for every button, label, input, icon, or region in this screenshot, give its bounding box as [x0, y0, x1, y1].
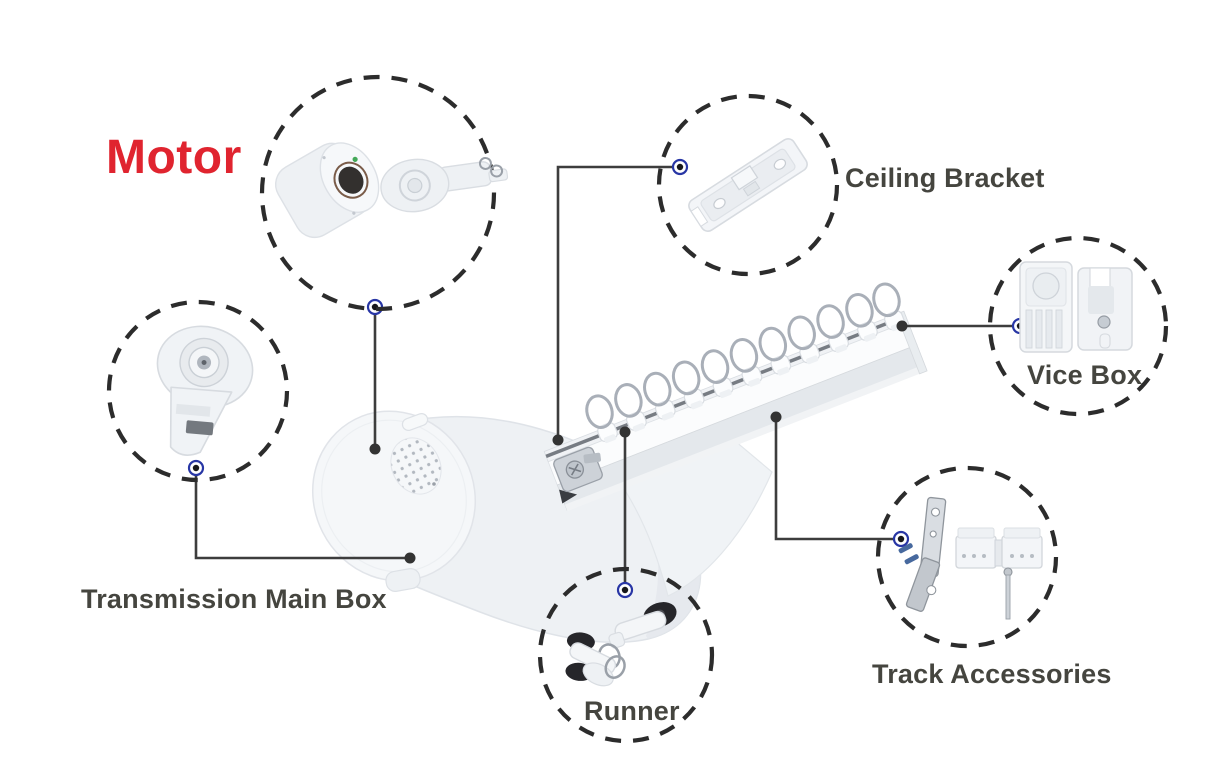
runner-thumb [565, 602, 677, 687]
runner-circle [537, 566, 715, 744]
motor-circle [259, 74, 497, 312]
runner-label: Runner [584, 696, 680, 726]
leader-end-dots [369, 320, 908, 564]
motor-thumb [274, 142, 509, 239]
speaker-grille [390, 437, 442, 495]
main-product [311, 276, 928, 644]
transmission-main-box-thumb [156, 325, 254, 456]
curtain-track [543, 276, 928, 512]
leader-lines [194, 165, 1020, 590]
track-accessories-thumb [898, 496, 1043, 620]
ceiling-bracket-circle [656, 93, 840, 277]
ceiling-bracket-label: Ceiling Bracket [845, 163, 1045, 193]
leader-track-accessories [774, 417, 901, 541]
leader-ceiling-bracket [556, 165, 680, 440]
vice-box-label: Vice Box [1027, 360, 1143, 390]
transmission-main-box-circle [106, 299, 290, 483]
callout-circles [106, 74, 1169, 744]
mic-hole [432, 482, 436, 486]
motor-label: Motor [106, 131, 242, 184]
motor-thumb-transmission [380, 156, 509, 213]
track-clamp [553, 446, 603, 504]
ceiling-bracket-thumb [688, 138, 808, 232]
transmission-main-box-label: Transmission Main Box [81, 584, 387, 614]
track-accessories-label: Track Accessories [872, 659, 1112, 689]
track-accessories-circle [875, 465, 1059, 649]
leader-transmission-main-box [194, 468, 410, 560]
motor-button [401, 413, 429, 431]
vice-box-thumb [1019, 261, 1133, 353]
vice-box-circle [987, 235, 1169, 417]
antenna-nub [385, 568, 421, 592]
